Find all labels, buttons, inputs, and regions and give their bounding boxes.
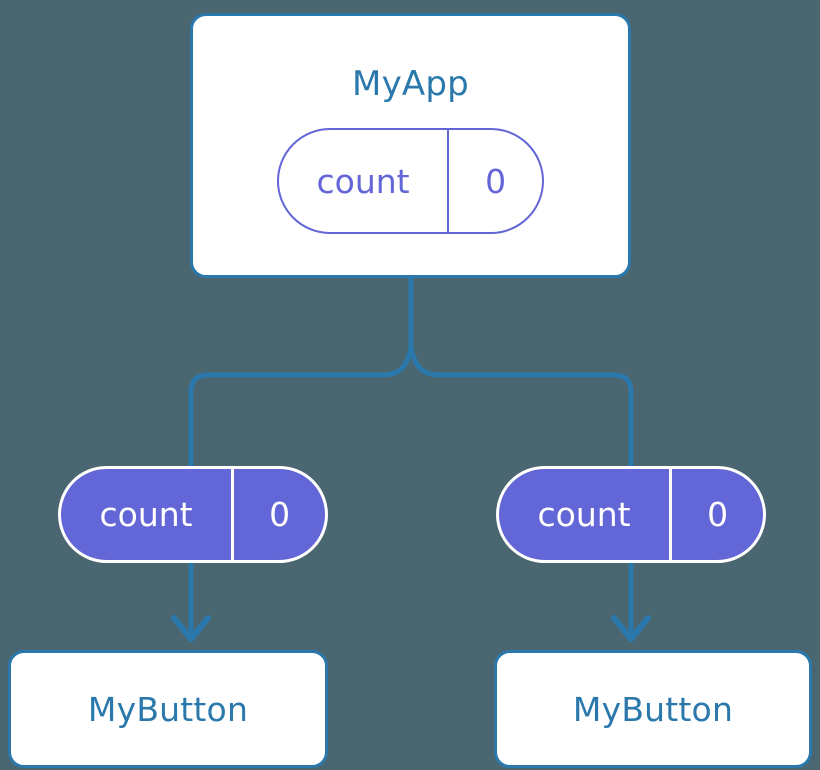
state-pill-left-key: count [99, 495, 193, 534]
component-title-myapp: MyApp [352, 64, 469, 104]
component-title-mybutton-left: MyButton [87, 689, 249, 729]
connector-split-right [408, 343, 634, 473]
state-pill-left[interactable]: count 0 [58, 466, 328, 563]
state-pill-left-value: 0 [231, 469, 325, 560]
arrowhead-left-down-icon [171, 615, 211, 642]
state-pill-right[interactable]: count 0 [496, 466, 766, 563]
state-pill-root[interactable]: count 0 [277, 128, 544, 234]
state-pill-right-value: 0 [669, 469, 763, 560]
arrowhead-right-down-icon [611, 615, 651, 642]
state-pill-root-value: 0 [447, 130, 542, 232]
component-title-mybutton-right: MyButton [572, 689, 734, 729]
state-pill-right-key: count [537, 495, 631, 534]
connector-split-left [188, 343, 414, 473]
component-box-mybutton-right[interactable]: MyButton [494, 650, 812, 768]
component-box-mybutton-left[interactable]: MyButton [8, 650, 328, 768]
state-pill-root-key: count [316, 161, 410, 201]
